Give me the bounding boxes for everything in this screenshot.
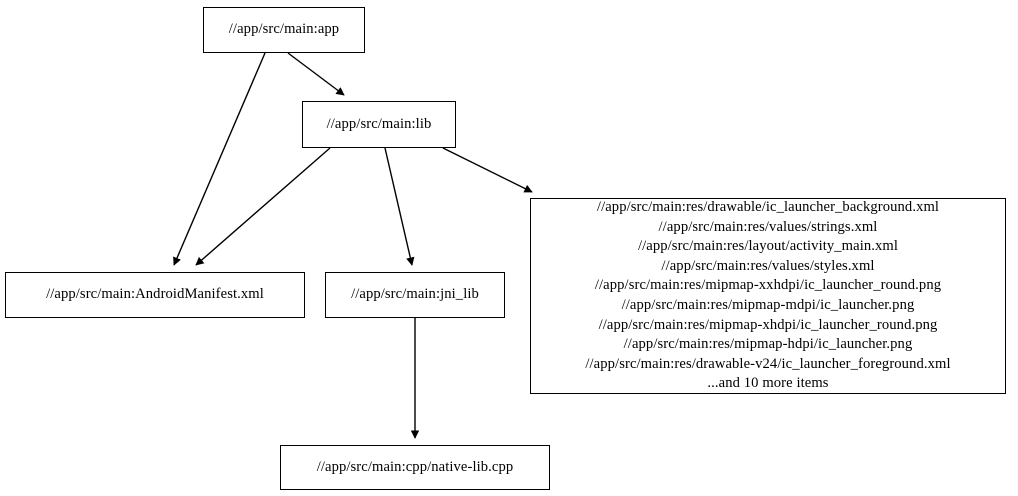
node-android-manifest-label: //app/src/main:AndroidManifest.xml bbox=[46, 286, 264, 303]
node-resources-label: //app/src/main:res/drawable/ic_launcher_… bbox=[585, 199, 951, 392]
node-app[interactable]: //app/src/main:app bbox=[203, 7, 365, 53]
node-jni-lib-label: //app/src/main:jni_lib bbox=[351, 286, 479, 303]
edge-lib-to-resources bbox=[442, 147, 533, 193]
node-android-manifest[interactable]: //app/src/main:AndroidManifest.xml bbox=[5, 272, 305, 318]
node-native-lib-cpp[interactable]: //app/src/main:cpp/native-lib.cpp bbox=[280, 445, 550, 490]
node-jni-lib[interactable]: //app/src/main:jni_lib bbox=[325, 272, 505, 318]
edge-app-to-manifest bbox=[173, 52, 266, 266]
edge-lib-to-jni-lib bbox=[384, 147, 415, 266]
node-app-label: //app/src/main:app bbox=[228, 21, 340, 38]
node-native-lib-cpp-label: //app/src/main:cpp/native-lib.cpp bbox=[316, 458, 514, 475]
edge-lib-to-manifest bbox=[195, 147, 331, 266]
edge-app-to-lib bbox=[287, 52, 345, 96]
node-resources[interactable]: //app/src/main:res/drawable/ic_launcher_… bbox=[530, 198, 1006, 394]
node-lib[interactable]: //app/src/main:lib bbox=[302, 101, 456, 148]
node-lib-label: //app/src/main:lib bbox=[326, 115, 432, 132]
